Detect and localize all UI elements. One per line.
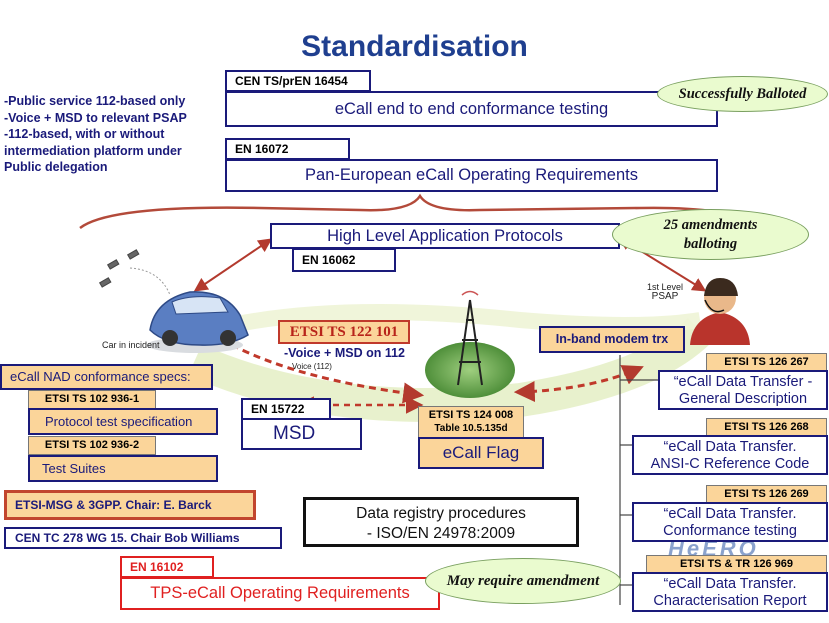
en16072-tag: EN 16072 — [225, 138, 350, 160]
spec-line: “eCall Data Transfer - — [673, 374, 813, 390]
nad-test1-label: Protocol test specification — [28, 408, 218, 435]
hlap-tag: EN 16062 — [292, 248, 396, 272]
inband-modem-box: In-band modem trx — [539, 326, 685, 353]
hlap-box: High Level Application Protocols — [270, 223, 620, 249]
note-line: intermediation platform under — [4, 143, 182, 158]
nad-header: eCall NAD conformance specs: — [0, 364, 213, 390]
requirements-notes: -Public service 112-based only -Voice + … — [4, 93, 224, 176]
nad-test2-tag: ETSI TS 102 936-2 — [28, 436, 156, 455]
nad-test2-label: Test Suites — [28, 455, 218, 482]
note-line: -Public service 112-based only — [4, 94, 186, 108]
spec-line: ANSI-C Reference Code — [650, 456, 810, 472]
flow-band — [188, 317, 713, 422]
spec3-box: “eCall Data Transfer. Conformance testin… — [632, 502, 828, 542]
registry-line: - ISO/EN 24978:2009 — [366, 525, 516, 542]
voice-arrow — [231, 343, 425, 404]
spec-line: “eCall Data Transfer. — [663, 576, 797, 592]
cen-ts-box: eCall end to end conformance testing — [225, 91, 718, 127]
etsi-msg-chair: ETSI-MSG & 3GPP. Chair: E. Barck — [4, 490, 256, 520]
data-arrow — [513, 365, 644, 403]
en16072-box: Pan-European eCall Operating Requirement… — [225, 159, 718, 192]
spec2-box: “eCall Data Transfer. ANSI-C Reference C… — [632, 435, 828, 475]
spec-line: “eCall Data Transfer. — [663, 439, 797, 455]
flag-tag-line: ETSI TS 124 008 — [428, 409, 514, 421]
spec4-tag: ETSI TS & TR 126 969 — [646, 555, 827, 573]
amendments-line: 25 amendments — [663, 217, 758, 233]
msd-tag: EN 15722 — [241, 398, 331, 420]
tower-illustration — [425, 290, 515, 398]
tps-box: TPS-eCall Operating Requirements — [120, 577, 440, 610]
amendments-line: balloting — [683, 236, 738, 252]
voice-label: Voice (112) — [292, 362, 332, 371]
cen-ts-tag: CEN TS/prEN 16454 — [225, 70, 371, 92]
amendments-oval: 25 amendments balloting — [612, 209, 809, 260]
etsi-122-sub: -Voice + MSD on 112 — [284, 346, 405, 360]
note-line: -Voice + MSD to relevant PSAP — [4, 110, 187, 125]
psap-label-line: PSAP — [651, 291, 679, 302]
spec-line: General Description — [678, 391, 808, 407]
note-line: Public delegation — [4, 160, 108, 174]
psap-label: 1st Level PSAP — [640, 282, 690, 302]
spec-line: Characterisation Report — [653, 593, 807, 609]
spec-line: “eCall Data Transfer. — [663, 506, 797, 522]
registry-box: Data registry procedures - ISO/EN 24978:… — [303, 497, 579, 547]
spec1-tag: ETSI TS 126 267 — [706, 353, 827, 371]
spec1-box: “eCall Data Transfer - General Descripti… — [658, 370, 828, 410]
car-illustration — [147, 291, 249, 353]
spec3-tag: ETSI TS 126 269 — [706, 485, 827, 503]
hlap-left-arrow — [193, 238, 273, 292]
msd-box: MSD — [241, 418, 362, 450]
psap-operator-illustration — [690, 278, 750, 345]
nad-test1-tag: ETSI TS 102 936-1 — [28, 390, 156, 409]
satellite-icons — [98, 249, 140, 288]
car-label: Car in incident — [102, 340, 160, 350]
flag-tag: ETSI TS 124 008 Table 10.5.135d — [418, 406, 524, 438]
spec2-tag: ETSI TS 126 268 — [706, 418, 827, 436]
page-title: Standardisation — [301, 30, 528, 63]
spec-line: Conformance testing — [663, 523, 797, 539]
psap-label-line: 1st Level — [646, 282, 684, 292]
balloted-oval: Successfully Balloted — [657, 76, 828, 112]
note-line: -112-based, with or without — [4, 127, 165, 141]
may-amend-oval: May require amendment — [425, 558, 621, 604]
cen-tc-chair: CEN TC 278 WG 15. Chair Bob Williams — [4, 527, 282, 549]
flag-tag-line: Table 10.5.135d — [434, 423, 508, 434]
tps-tag: EN 16102 — [120, 556, 214, 578]
right-connectors — [619, 355, 658, 605]
spec4-box: “eCall Data Transfer. Characterisation R… — [632, 572, 828, 612]
flag-box: eCall Flag — [418, 437, 544, 469]
etsi-122-tag: ETSI TS 122 101 — [278, 320, 410, 344]
registry-line: Data registry procedures — [356, 505, 526, 522]
